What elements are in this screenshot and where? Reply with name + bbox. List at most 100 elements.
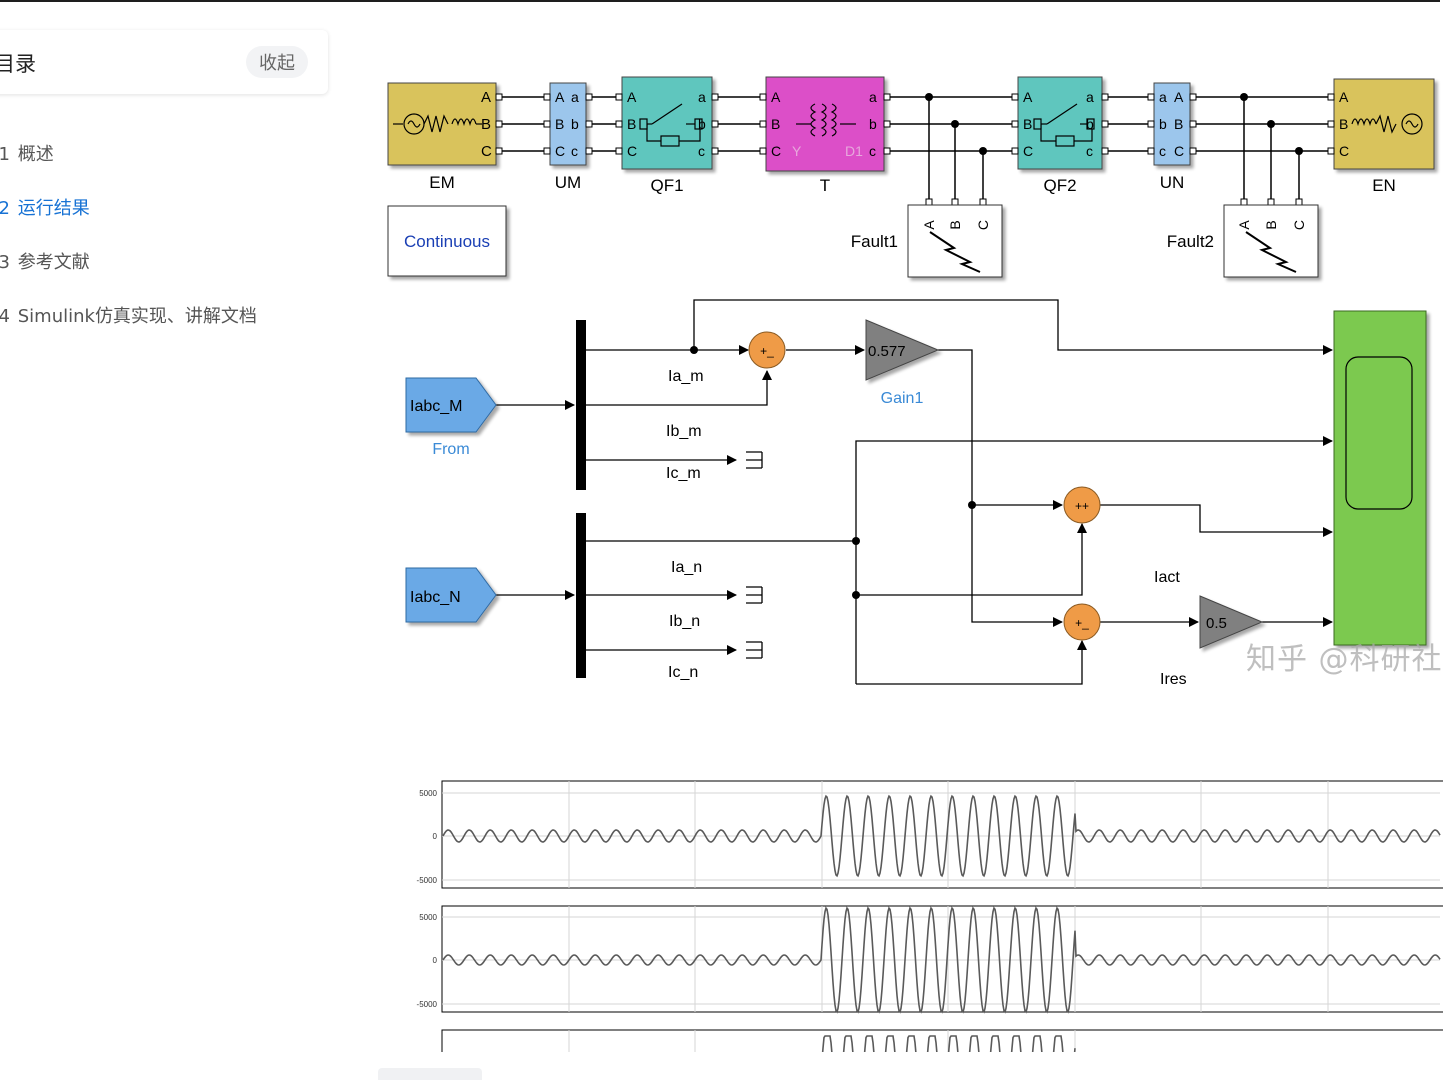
breaker-icon — [639, 103, 703, 147]
transformer-icon — [796, 103, 856, 137]
from-iabc-n-block[interactable]: Iabc_N — [405, 567, 497, 623]
signal-label-ires: Ires — [1160, 671, 1187, 688]
y-tick-label: 5000 — [419, 913, 437, 922]
port-label: C — [481, 143, 492, 160]
port-label: a — [571, 89, 579, 105]
toc-item-results[interactable]: 2 运行结果 — [0, 198, 90, 219]
from-iabc-m-block[interactable]: Iabc_M From — [405, 377, 497, 458]
port-label: A — [555, 89, 565, 105]
simulink-diagram: A B C EM A a B b C c UM A — [380, 76, 1443, 1080]
block-label-fault1: Fault1 — [851, 232, 898, 251]
from-m-label: Iabc_M — [410, 398, 462, 415]
top-edge-divider — [0, 0, 1440, 2]
sum3-block[interactable]: +_ — [1063, 603, 1101, 641]
port-label: b — [1086, 116, 1094, 132]
demux-n-block[interactable] — [576, 513, 586, 678]
port-label: C — [1023, 143, 1033, 159]
port-label: b — [571, 116, 579, 132]
signal-lines — [496, 299, 1333, 685]
gain2-block[interactable]: 0.5 — [1199, 595, 1264, 649]
en-source-block[interactable]: A B C EN — [1333, 78, 1435, 195]
sum2-block[interactable]: ++ — [1063, 486, 1101, 524]
bottom-tab — [378, 1068, 482, 1080]
block-label-fault2: Fault2 — [1167, 232, 1214, 251]
qf2-breaker-block[interactable]: A a B b C c QF2 — [1017, 76, 1103, 195]
gain2-value: 0.5 — [1206, 615, 1227, 632]
lightning-icon — [929, 231, 981, 273]
port-label: C — [771, 143, 781, 159]
winding-d-label: D1 — [845, 143, 863, 159]
signal-label-iact: Iact — [1154, 569, 1180, 586]
terminator-icons — [746, 451, 763, 659]
port-label: C — [1174, 143, 1184, 159]
signal-label-ib-m: Ib_m — [666, 423, 702, 440]
gain1-label: Gain1 — [881, 390, 924, 407]
um-measurement-block[interactable]: A a B b C c UM — [549, 82, 587, 192]
sum-signs: +_ — [1075, 616, 1089, 630]
port-label: B — [627, 116, 636, 132]
port-label: A — [1236, 220, 1252, 230]
port-label: B — [1023, 116, 1032, 132]
scope-block[interactable] — [1333, 310, 1427, 646]
toc-item-simulink[interactable]: 4 Simulink仿真实现、讲解文档 — [0, 306, 257, 327]
ac-source-icon — [1351, 113, 1423, 135]
from-label: From — [432, 441, 469, 458]
continuous-powergui-block[interactable]: Continuous — [387, 205, 507, 277]
port-label: c — [1086, 143, 1093, 159]
port-label: B — [1339, 116, 1348, 132]
watermark-text: 知乎 @科研社 — [1246, 642, 1443, 677]
port-label: A — [1023, 89, 1033, 105]
port-label: c — [698, 143, 705, 159]
toc-item-label: 概述 — [17, 144, 54, 165]
em-source-block[interactable]: A B C EM — [387, 82, 497, 192]
fault1-block[interactable]: A B C Fault1 — [851, 204, 1003, 278]
port-label: A — [627, 89, 637, 105]
un-measurement-block[interactable]: a A b B c C UN — [1153, 82, 1191, 192]
from-n-label: Iabc_N — [410, 589, 461, 606]
waveform-trace-top — [442, 794, 1441, 878]
toc-item-label: 参考文献 — [17, 252, 90, 273]
sum1-block[interactable]: +_ — [748, 331, 786, 369]
port-label: C — [627, 143, 637, 159]
signal-label-ib-n: Ib_n — [669, 613, 700, 630]
demux-m-block[interactable] — [576, 320, 586, 490]
waveform-plot-top: 5000 0 -5000 — [417, 780, 1443, 889]
y-tick-label: 0 — [433, 832, 438, 841]
toc-item-overview[interactable]: 1 概述 — [0, 144, 54, 165]
signal-label-ia-n: Ia_n — [671, 559, 702, 576]
toc-title: 目录 — [0, 52, 36, 76]
y-tick-label: 5000 — [419, 789, 437, 798]
breaker-icon — [1033, 103, 1095, 147]
port-label: B — [1174, 116, 1183, 132]
lightning-icon — [1245, 231, 1297, 273]
port-label: A — [1339, 89, 1349, 105]
fault2-block[interactable]: A B C Fault2 — [1167, 204, 1319, 278]
toc-item-references[interactable]: 3 参考文献 — [0, 252, 90, 273]
toc-sidebar: 目录 收起 1 概述 2 运行结果 3 参考文献 4 Simulink仿真实现、… — [0, 0, 340, 1080]
port-label: C — [555, 143, 565, 159]
scope-screen-icon — [1345, 356, 1413, 510]
block-label-un: UN — [1160, 173, 1185, 192]
junction-dots — [925, 93, 1303, 155]
port-label: b — [1159, 116, 1167, 132]
qf1-breaker-block[interactable]: A a B b C c QF1 — [621, 76, 713, 195]
port-label: b — [869, 116, 877, 132]
port-label: A — [771, 89, 781, 105]
gain1-block[interactable]: 0.577 Gain1 — [865, 319, 940, 407]
waveform-trace-middle — [442, 906, 1441, 1014]
continuous-label: Continuous — [404, 232, 490, 251]
signal-junctions — [690, 346, 976, 599]
port-label: A — [481, 89, 491, 106]
y-tick-label: -5000 — [417, 1000, 438, 1009]
signal-label-ic-n: Ic_n — [668, 664, 698, 681]
port-label: B — [555, 116, 564, 132]
port-label: C — [1339, 143, 1349, 159]
port-label: B — [1263, 220, 1279, 229]
signal-label-ia-m: Ia_m — [668, 368, 704, 385]
port-label: A — [921, 220, 937, 230]
waveform-plot-middle: 5000 0 -5000 — [417, 905, 1443, 1014]
t-transformer-block[interactable]: A a B b C c Y D1 T — [765, 76, 885, 195]
signal-label-ic-m: Ic_m — [666, 465, 701, 482]
winding-y-label: Y — [792, 143, 802, 159]
toc-collapse-button[interactable]: 收起 — [246, 46, 308, 78]
